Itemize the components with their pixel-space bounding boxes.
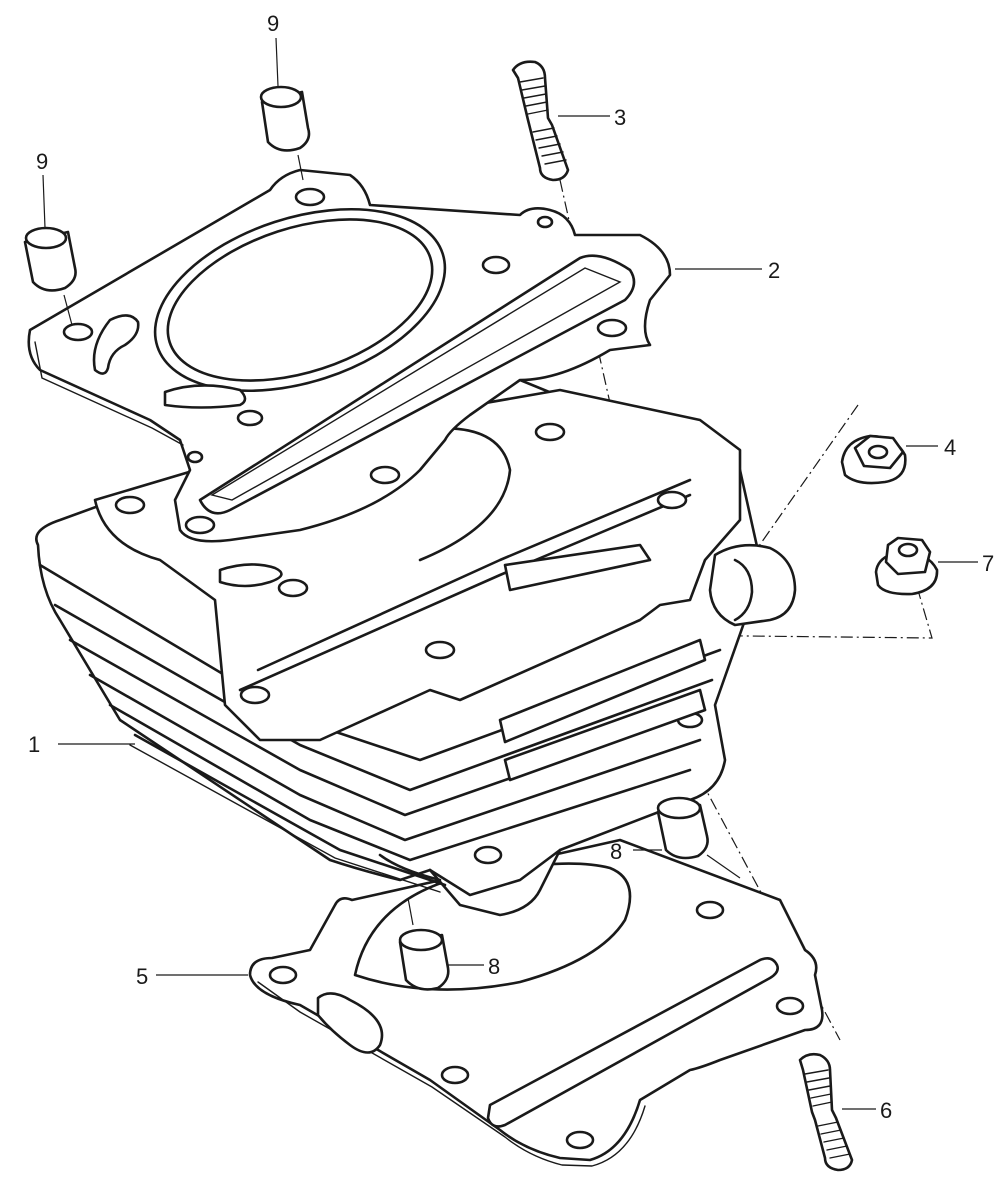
flange-nut-7 bbox=[874, 536, 939, 596]
dowel-pin-9-left bbox=[23, 226, 77, 326]
callout-4: 4 bbox=[944, 435, 956, 460]
stud-bolt-6 bbox=[798, 1052, 854, 1172]
stud-bolt-3 bbox=[511, 60, 570, 182]
dowel-pin-8-upper bbox=[656, 796, 741, 879]
callout-8-lower: 8 bbox=[488, 954, 500, 979]
callout-3: 3 bbox=[614, 105, 626, 130]
callout-7: 7 bbox=[982, 551, 994, 576]
head-gasket bbox=[27, 168, 672, 543]
dowel-pin-8-lower bbox=[398, 897, 450, 991]
callout-8-upper: 8 bbox=[610, 839, 622, 864]
callout-5: 5 bbox=[136, 964, 148, 989]
callout-9-right: 9 bbox=[267, 11, 279, 36]
callout-labels: 1 2 3 4 5 6 7 8 8 9 9 bbox=[28, 11, 994, 1123]
callout-2: 2 bbox=[768, 258, 780, 283]
callout-1: 1 bbox=[28, 732, 40, 757]
flange-nut-4 bbox=[840, 434, 907, 485]
callout-9-left: 9 bbox=[36, 149, 48, 174]
base-gasket bbox=[248, 838, 824, 1167]
callout-6: 6 bbox=[880, 1098, 892, 1123]
leader-lines bbox=[42, 37, 978, 1110]
dowel-pin-9-right bbox=[259, 85, 311, 181]
